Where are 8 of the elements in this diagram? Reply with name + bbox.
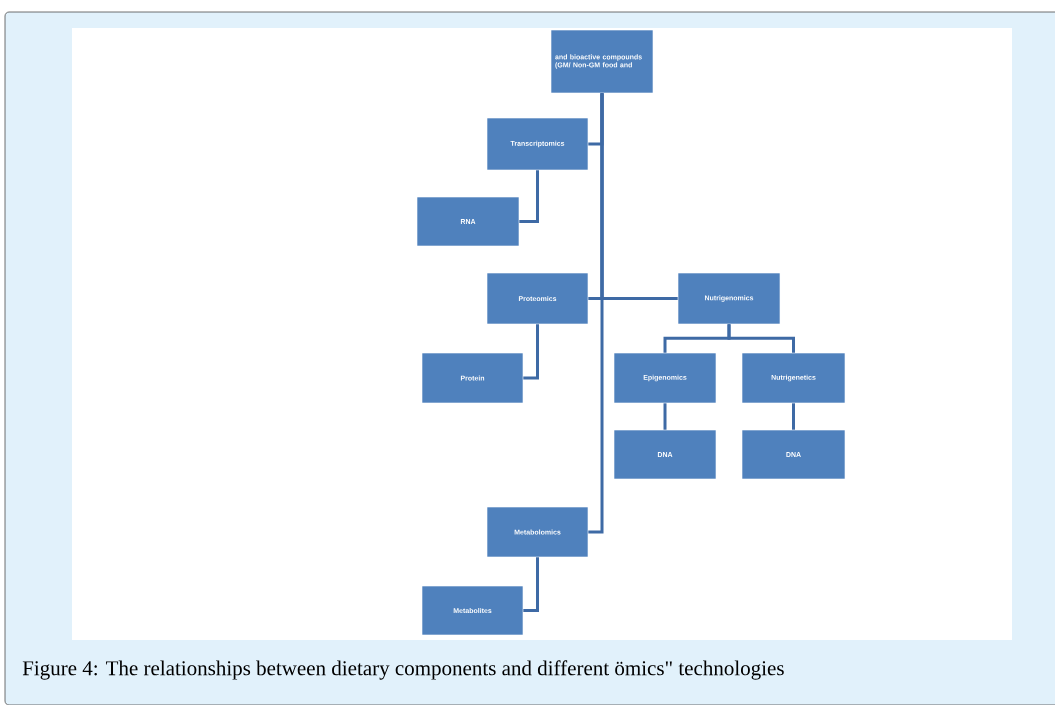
figure-caption: Figure 4: The relationships between dietary components and different ömics" technologies [22, 660, 784, 680]
connector-line [727, 324, 795, 353]
connector-line [792, 403, 795, 430]
connector-line [663, 403, 667, 430]
connector-line [523, 557, 539, 612]
connector-line [523, 324, 539, 380]
connector-line [519, 170, 539, 223]
connector-line [588, 93, 604, 534]
